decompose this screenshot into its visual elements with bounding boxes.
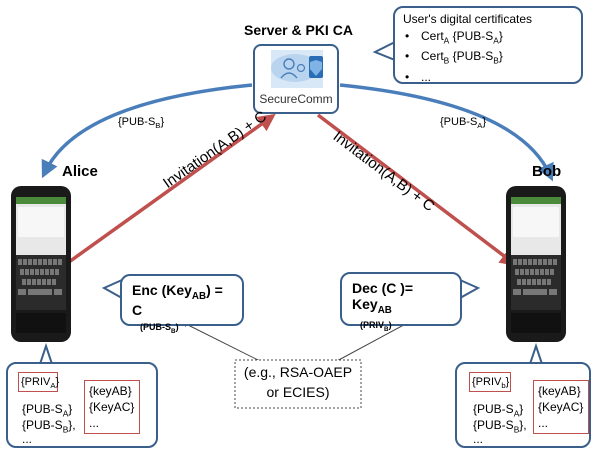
algo-note-box [234,359,362,409]
blue-arrow-to-alice [41,83,253,179]
bob-sym-key-ac: {KeyAC} [538,400,584,414]
bob-phone-icon [505,185,567,343]
bob-keystore: {PRIVb} {PUB-SA} {PUB-SB}, ... {keyAB} {… [455,362,591,448]
alice-pub-key-a: {PUB-SA} [22,402,73,419]
alice-phone-icon [10,185,72,343]
alice-sym-key-ab: {keyAB} [89,384,132,398]
red-arrow-server-to-bob [316,113,518,267]
cert-item-b: CertB {PUB-SB} [403,48,573,68]
enc-bubble: Enc (KeyAB) = C (PUB-SB) [120,274,244,335]
bob-pub-label: {PUB-SA} [440,116,487,131]
thin-arrow-to-dec [334,319,415,363]
dec-note: (PRIVB) [360,319,392,333]
algo-note-line1: (e.g., RSA-OAEP [243,364,353,380]
bob-name: Bob [532,163,562,180]
cert-bubble-title: User's digital certificates [403,12,532,26]
blue-arrow-to-bob [339,83,554,182]
alice-name: Alice [62,163,98,180]
thin-arrow-to-enc [180,321,263,363]
dec-formula: Dec (C )= KeyAB [352,280,414,316]
alice-keystore: {PRIVA} {PUB-SA} {PUB-SB}, ... {keyAB} {… [6,362,158,448]
bob-sym-keys-box: {keyAB} {KeyAC} ... [533,380,589,434]
alice-pub-key-b: {PUB-SB}, [22,418,76,435]
alice-priv-box: {PRIVA} [18,372,59,392]
bob-pub-key-more: ... [473,432,484,446]
cert-bubble: User's digital certificates CertA {PUB-S… [393,6,583,85]
bob-priv-box: {PRIVb} [469,372,511,392]
securecomm-label: SecureComm [259,92,333,106]
cert-item-more: ... [403,69,573,85]
algo-note-line2: or ECIES) [266,384,330,400]
enc-note: (PUB-SB) [140,321,179,335]
alice-sym-keys-box: {keyAB} {KeyAC} ... [84,380,140,434]
cert-item-a: CertA {PUB-SA} [403,28,573,48]
bob-sym-key-ab: {keyAB} [538,384,581,398]
bob-pub-key-a: {PUB-SA} [473,402,524,419]
dec-bubble: Dec (C )= KeyAB (PRIVB) [340,272,462,333]
cert-list: CertA {PUB-SA} CertB {PUB-SB} ... [403,28,573,85]
alice-sym-key-more: ... [89,416,100,430]
bob-sym-key-more: ... [538,416,549,430]
cert-bubble-tail [372,40,396,62]
securecomm-app-icon: SecureComm [253,44,339,114]
alice-sym-key-ac: {KeyAC} [89,400,135,414]
server-title: Server & PKI CA [244,22,353,38]
dec-bubble-tail [459,278,481,300]
bob-pub-key-b: {PUB-SB}, [473,418,527,435]
red-arrow-alice-to-server [53,113,276,274]
alice-pub-key-more: ... [22,432,33,446]
alice-pub-label: {PUB-SB} [118,116,165,131]
enc-formula: Enc (KeyAB) = C [132,282,223,318]
